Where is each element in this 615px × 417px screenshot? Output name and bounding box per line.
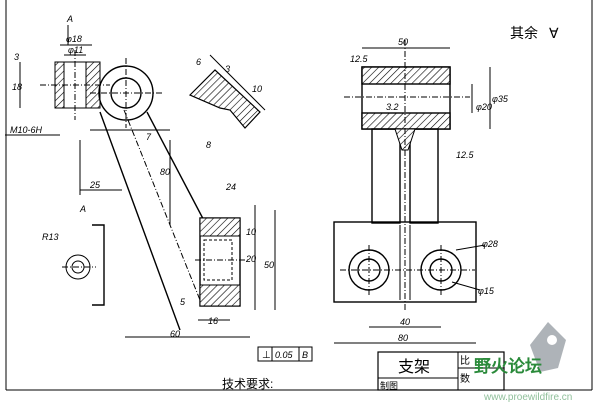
dim-60: 60 — [170, 329, 180, 339]
dim-80: 80 — [160, 167, 170, 177]
dim-12-5b: 12.5 — [456, 150, 475, 160]
logo-part-icon — [530, 322, 566, 372]
dim-16: 16 — [208, 316, 218, 326]
dim-7: 7 — [146, 132, 152, 142]
dim-80b: 80 — [398, 333, 408, 343]
tolerance-frame: ⊥ 0.05 B — [257, 346, 313, 362]
dim-10: 10 — [246, 227, 256, 237]
dim-50-top: 50 — [398, 37, 408, 47]
dim-phi18: φ18 — [66, 34, 82, 44]
dim-phi11: φ11 — [68, 45, 83, 55]
perpendicularity-symbol: ⊥ — [262, 350, 271, 361]
section-label: A — [66, 14, 73, 24]
sheet-border — [5, 0, 593, 391]
title-cell-3: 制图 — [380, 380, 398, 391]
right-view — [333, 40, 491, 344]
watermark: 野火论坛 www.proewildfire.cn — [474, 322, 572, 403]
title-cell-2: 数 — [460, 372, 470, 385]
tolerance-datum: B — [302, 350, 308, 360]
part-name: 支架 — [398, 358, 430, 376]
logo-hole-icon — [547, 335, 557, 345]
view-label: A — [79, 204, 86, 214]
left-view — [5, 25, 276, 338]
title-cell-1: 比 — [460, 355, 470, 367]
dim-phi20: φ20 — [476, 102, 492, 112]
dim-phi28: φ28 — [482, 239, 498, 249]
dim-phi35: φ35 — [492, 94, 509, 104]
dim-12-5: 12.5 — [350, 54, 369, 64]
dim-3: 3 — [14, 52, 19, 62]
dim-40: 40 — [400, 317, 410, 327]
dim-25: 25 — [89, 180, 101, 190]
tolerance-value: 0.05 — [275, 350, 294, 360]
dim-3-2: 3.2 — [386, 102, 399, 112]
dim-6: 6 — [196, 57, 201, 67]
dim-phi15: φ15 — [478, 286, 495, 296]
dim-18: 18 — [12, 82, 22, 92]
dim-24: 24 — [225, 182, 236, 192]
watermark-title: 野火论坛 — [474, 356, 542, 376]
roughness-symbol-icon: ∀ — [549, 25, 559, 41]
dim-3b: 3 — [225, 64, 230, 74]
title-block: 支架 比 数 制图 — [377, 351, 505, 391]
watermark-url: www.proewildfire.cn — [483, 392, 572, 403]
dim-20: 20 — [245, 254, 256, 264]
dim-m10: M10-6H — [10, 125, 43, 135]
dim-5: 5 — [180, 297, 186, 307]
dim-r13: R13 — [42, 232, 59, 242]
dim-8: 8 — [206, 140, 211, 150]
technical-requirements: 技术要求: — [222, 377, 273, 391]
dim-50: 50 — [264, 260, 274, 270]
dim-10a: 10 — [252, 84, 262, 94]
roughness-note: 其余 — [510, 25, 538, 41]
